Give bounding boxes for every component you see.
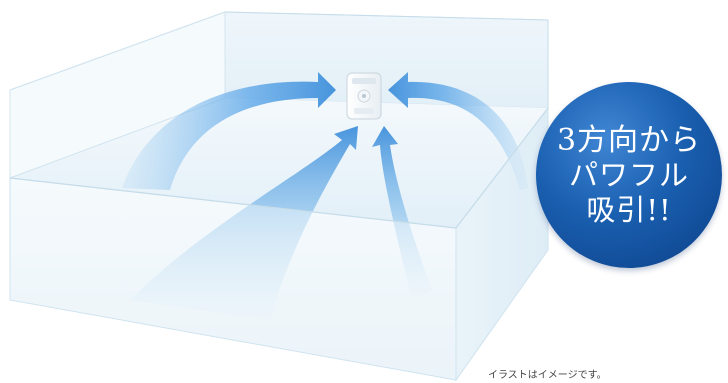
- feature-badge: 3方向から パワフル 吸引!!: [536, 82, 722, 268]
- badge-line-2: パワフル: [569, 158, 689, 192]
- image-caption: イラストはイメージです。: [488, 366, 607, 381]
- air-purifier-icon: [347, 73, 381, 119]
- badge-line-3: 吸引!!: [586, 193, 671, 227]
- badge-line-1: 3方向から: [557, 123, 701, 158]
